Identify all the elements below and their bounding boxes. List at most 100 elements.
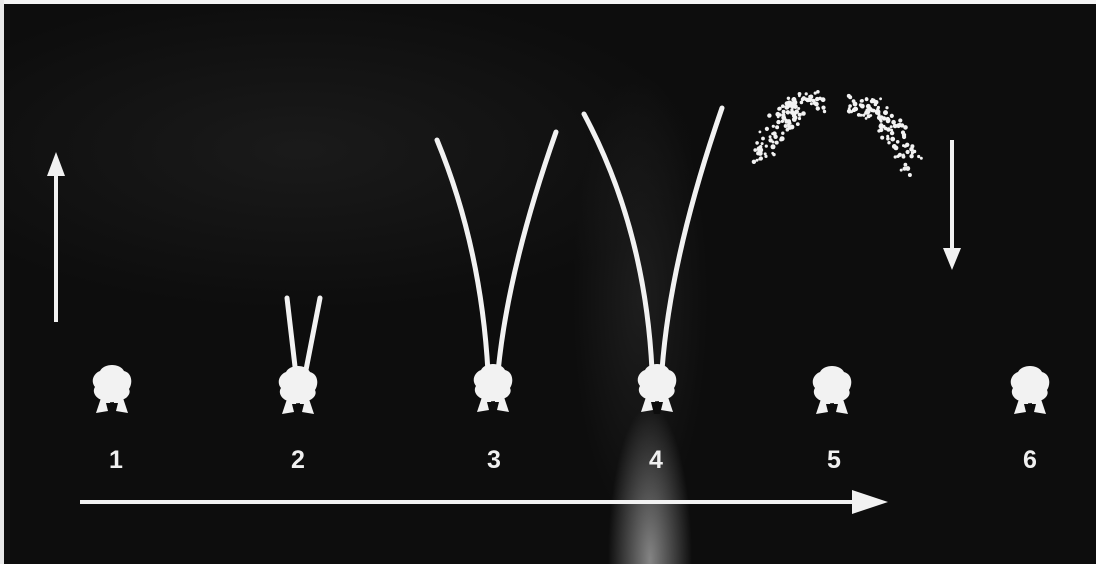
subunit-dot xyxy=(758,158,761,161)
subunit-dot xyxy=(885,106,888,109)
subunit-dot xyxy=(756,151,760,155)
dispersed-subunits-right xyxy=(847,94,923,177)
subunit-dot xyxy=(785,104,790,109)
subunit-dot xyxy=(880,115,883,118)
subunit-dot xyxy=(771,144,776,149)
subunit-dot xyxy=(890,125,893,128)
subunit-dot xyxy=(920,157,923,160)
subunit-dot xyxy=(769,135,772,138)
subunit-dot xyxy=(905,166,910,171)
stage-label-5: 5 xyxy=(814,446,854,475)
subunit-dot xyxy=(860,104,865,109)
subunit-dot xyxy=(765,145,768,148)
subunit-dot xyxy=(776,120,780,124)
subunit-dot xyxy=(793,104,798,109)
timeline-arrow-icon xyxy=(80,490,888,514)
subunit-dot xyxy=(890,137,895,142)
subunit-dot xyxy=(772,125,775,128)
subunit-dot xyxy=(865,117,868,120)
subunit-dot xyxy=(902,144,905,147)
subunit-dot xyxy=(865,97,868,100)
stage-label-1: 1 xyxy=(96,446,136,475)
subunit-dot xyxy=(782,113,786,117)
centrosome-1 xyxy=(93,365,132,415)
dispersed-subunits-left xyxy=(752,90,827,164)
subunit-dot xyxy=(787,125,792,130)
subunit-dot xyxy=(761,142,764,145)
subunit-dot xyxy=(815,97,819,101)
centrosome-3 xyxy=(437,132,556,414)
subunit-dot xyxy=(902,154,905,157)
subunit-dot xyxy=(848,107,851,110)
subunit-dot xyxy=(860,99,864,103)
subunit-dot xyxy=(773,135,777,139)
subunit-dot xyxy=(857,113,861,117)
subunit-dot xyxy=(879,124,883,128)
subunit-dot xyxy=(781,104,785,108)
subunit-dot xyxy=(759,131,762,134)
centrosome-2 xyxy=(279,298,320,416)
subunit-dot xyxy=(887,141,890,144)
subunit-dot xyxy=(852,108,856,112)
subunit-dot xyxy=(796,122,800,126)
subunit-dot xyxy=(883,110,888,115)
subunit-dot xyxy=(890,131,894,135)
subunit-dot xyxy=(761,137,765,141)
subunit-dot xyxy=(848,95,852,99)
subunit-dot xyxy=(782,110,786,114)
subunit-dot xyxy=(779,113,782,116)
subunit-dot xyxy=(767,113,771,117)
subunit-dot xyxy=(775,125,779,129)
subunit-dot xyxy=(781,120,784,123)
subunit-dot xyxy=(871,98,874,101)
subunit-dot xyxy=(757,146,762,151)
subunit-dot xyxy=(775,141,779,145)
subunit-dot xyxy=(880,136,884,140)
subunit-dot xyxy=(805,92,808,95)
subunit-dot xyxy=(906,150,910,154)
subunit-dot xyxy=(866,110,870,114)
subunit-dot xyxy=(900,169,903,172)
subunit-dot xyxy=(781,132,784,135)
subunit-dot xyxy=(909,154,913,158)
subunit-dot xyxy=(874,103,878,107)
subunit-dot xyxy=(821,106,825,110)
subunit-dot xyxy=(792,117,797,122)
subunit-dot xyxy=(896,123,901,128)
down-arrow-icon xyxy=(943,140,961,270)
subunit-dot xyxy=(797,107,800,110)
subunit-dot xyxy=(904,163,908,167)
subunit-dot xyxy=(753,148,757,152)
subunit-dot xyxy=(793,100,798,105)
centrosome-6 xyxy=(1011,366,1050,416)
subunit-dot xyxy=(800,101,804,105)
subunit-dot xyxy=(898,118,902,122)
subunit-dot xyxy=(798,92,802,96)
subunit-dot xyxy=(909,147,914,152)
subunit-dot xyxy=(810,102,813,105)
subunit-dot xyxy=(794,113,797,116)
subunit-dot xyxy=(888,119,891,122)
subunit-dot xyxy=(752,160,756,164)
subunit-dot xyxy=(764,152,767,155)
subunit-dot xyxy=(882,125,885,128)
subunit-dot xyxy=(823,110,826,113)
subunit-dot xyxy=(786,110,790,114)
subunit-dot xyxy=(917,155,920,158)
subunit-dot xyxy=(756,159,759,162)
subunit-dot xyxy=(755,141,759,145)
subunit-dot xyxy=(880,120,883,123)
subunit-dot xyxy=(787,97,790,100)
subunit-dot xyxy=(808,98,813,103)
stage-label-6: 6 xyxy=(1010,446,1050,475)
subunit-dot xyxy=(879,97,882,100)
subunit-dot xyxy=(890,114,894,118)
subunit-dot xyxy=(798,117,801,120)
subunit-dot xyxy=(876,107,879,110)
subunit-dot xyxy=(789,122,792,125)
subunit-dot xyxy=(793,97,796,100)
subunit-dot xyxy=(853,102,858,107)
subunit-dot xyxy=(866,104,871,109)
